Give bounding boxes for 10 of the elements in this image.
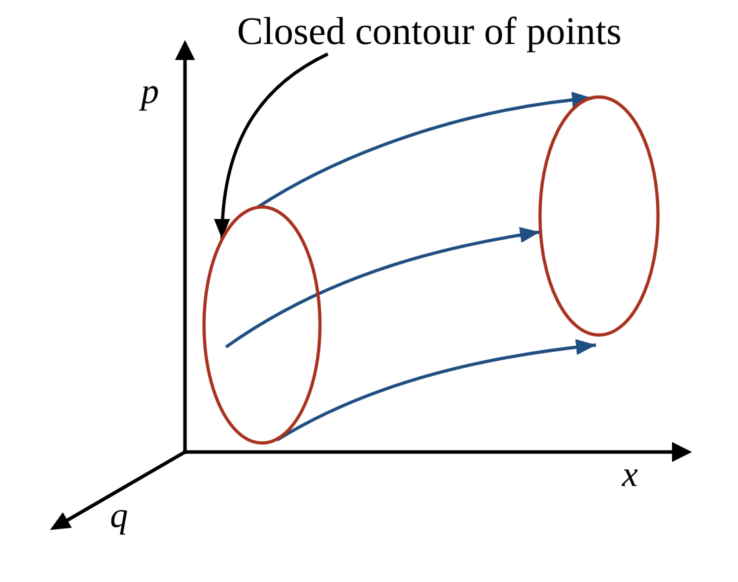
axis-label: x [622, 454, 638, 494]
callout-text: Closed contour of points [237, 10, 622, 54]
trajectory-arrow [276, 339, 596, 442]
axis-label: q [110, 495, 128, 535]
leader-arrow [214, 52, 329, 240]
contour-ellipse [202, 205, 322, 445]
contour-ellipse [538, 95, 660, 337]
axis-label: p [141, 71, 159, 111]
trajectory-arrow [225, 227, 540, 348]
trajectory-arrow [257, 92, 592, 208]
